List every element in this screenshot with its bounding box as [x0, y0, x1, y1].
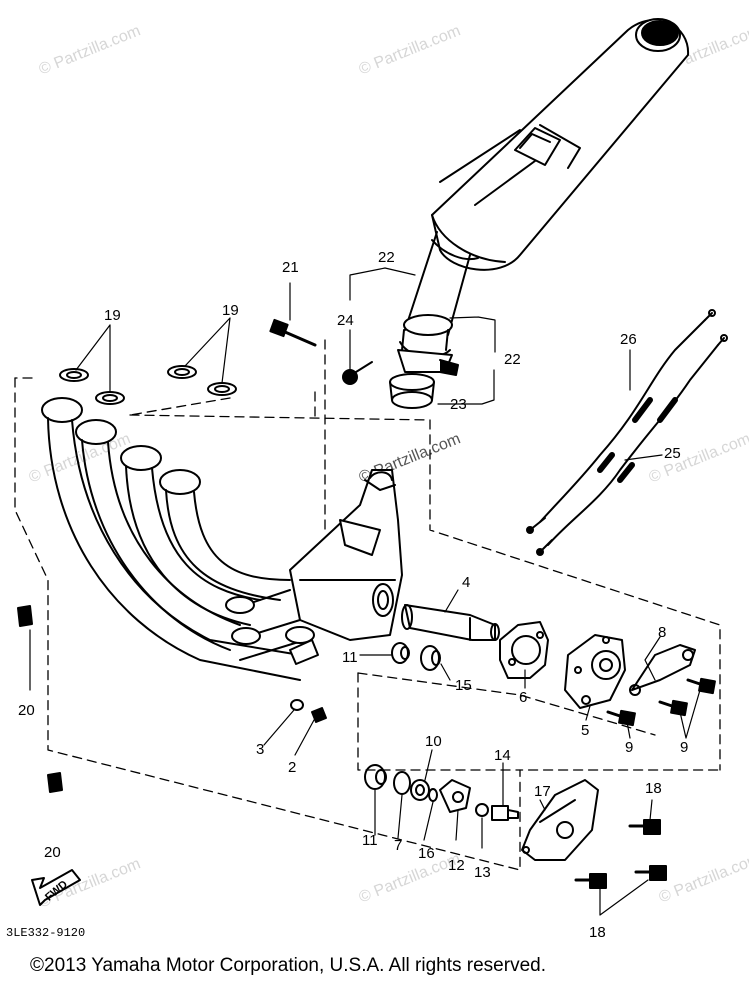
callout-20: 20: [18, 702, 35, 719]
callout-15: 15: [455, 677, 472, 694]
callout-19: 19: [222, 302, 239, 319]
bolt-21: [269, 318, 317, 347]
exup-pulley-4: [401, 604, 500, 641]
callout-21: 21: [282, 259, 299, 276]
callout-18: 18: [589, 924, 606, 941]
callout-12: 12: [448, 857, 465, 874]
washer-3: [290, 699, 304, 711]
bolts-18: [574, 819, 667, 889]
callout-13: 13: [474, 864, 491, 881]
callout-9: 9: [625, 739, 634, 756]
bolt-24: [342, 361, 373, 385]
callout-24: 24: [337, 312, 354, 329]
bracket-5: [564, 634, 626, 709]
pulley-cover-17: [521, 779, 599, 861]
assembly-boundaries: [14, 339, 721, 871]
callout-11: 11: [362, 832, 378, 849]
cables: [526, 309, 728, 556]
gaskets-19: [59, 365, 237, 405]
callout-22: 22: [504, 351, 521, 368]
callout-4: 4: [462, 574, 471, 591]
exhaust-headers: [41, 397, 319, 681]
lever-8: [629, 644, 696, 696]
exhaust-collector: [289, 469, 403, 641]
callout-6: 6: [519, 689, 528, 706]
callout-17: 17: [534, 783, 551, 800]
muffler: [397, 18, 690, 376]
bolts-9: [606, 677, 716, 727]
callout-7: 7: [394, 837, 403, 854]
callout-10: 10: [425, 733, 442, 750]
diagram-code: 3LE332-9120: [6, 926, 86, 940]
fwd-arrow-icon: [31, 869, 81, 906]
callout-5: 5: [581, 722, 590, 739]
leader-lines: [29, 267, 701, 916]
gasket-23: [389, 373, 435, 409]
cover-plate-6: [499, 621, 549, 679]
callout-18: 18: [645, 780, 662, 797]
callout-16: 16: [418, 845, 435, 862]
callout-19: 19: [104, 307, 121, 324]
bushings-11-15: [391, 642, 441, 671]
callout-23: 23: [450, 396, 467, 413]
callout-2: 2: [288, 759, 297, 776]
bolts-20: [17, 605, 63, 793]
callout-9: 9: [680, 739, 689, 756]
callout-26: 26: [620, 331, 637, 348]
bolt-2: [311, 707, 327, 723]
callout-8: 8: [658, 624, 667, 641]
callout-3: 3: [256, 741, 265, 758]
callout-22: 22: [378, 249, 395, 266]
callout-14: 14: [494, 747, 511, 764]
copyright-notice: ©2013 Yamaha Motor Corporation, U.S.A. A…: [30, 955, 546, 976]
callout-20: 20: [44, 844, 61, 861]
callout-11: 11: [342, 649, 358, 666]
callout-25: 25: [664, 445, 681, 462]
lower-pulley-parts: [364, 764, 519, 821]
